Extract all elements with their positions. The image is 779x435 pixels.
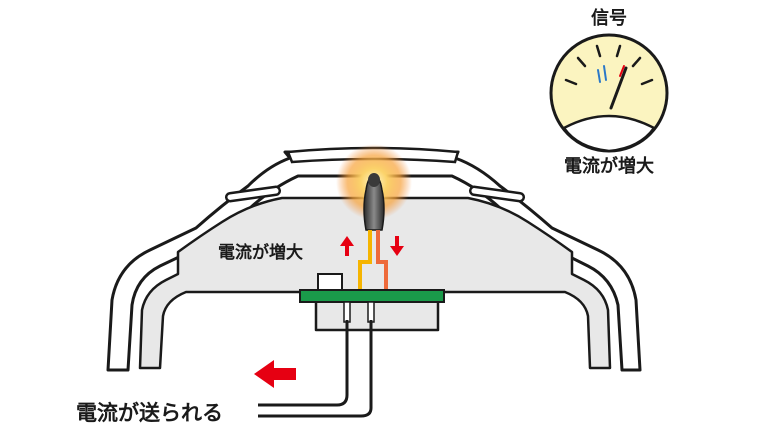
arrow-up-icon: [340, 236, 354, 256]
output-cable-inner: [258, 320, 373, 418]
vent-slot-left: [224, 185, 282, 203]
sensor-housing: [106, 146, 642, 372]
meter-needle: [609, 66, 628, 110]
circuit-board: [299, 289, 445, 303]
board-pin-left: [343, 301, 351, 323]
inner-current-label: 電流が増大: [218, 242, 303, 263]
output-current-label: 電流が送られる: [76, 401, 223, 425]
lead-wire-orange: [376, 230, 388, 294]
meter-base: [562, 114, 656, 153]
meter-caption: 電流が増大: [564, 155, 654, 177]
meter-trace-ticks: [597, 65, 625, 83]
board-pin-right: [367, 301, 375, 323]
vent-slot-right: [468, 185, 526, 203]
arrow-down-icon: [390, 236, 404, 256]
signal-meter: [549, 33, 669, 153]
probe-tip: [368, 173, 380, 187]
meter-ticks: [564, 44, 654, 86]
housing-inner-chamber: [138, 196, 612, 370]
meter-title: 信号: [591, 7, 627, 29]
lead-wire-yellow: [358, 230, 372, 294]
output-cable-outer: [258, 320, 349, 407]
heating-element: [336, 144, 412, 231]
arrow-left-icon: [254, 360, 296, 388]
